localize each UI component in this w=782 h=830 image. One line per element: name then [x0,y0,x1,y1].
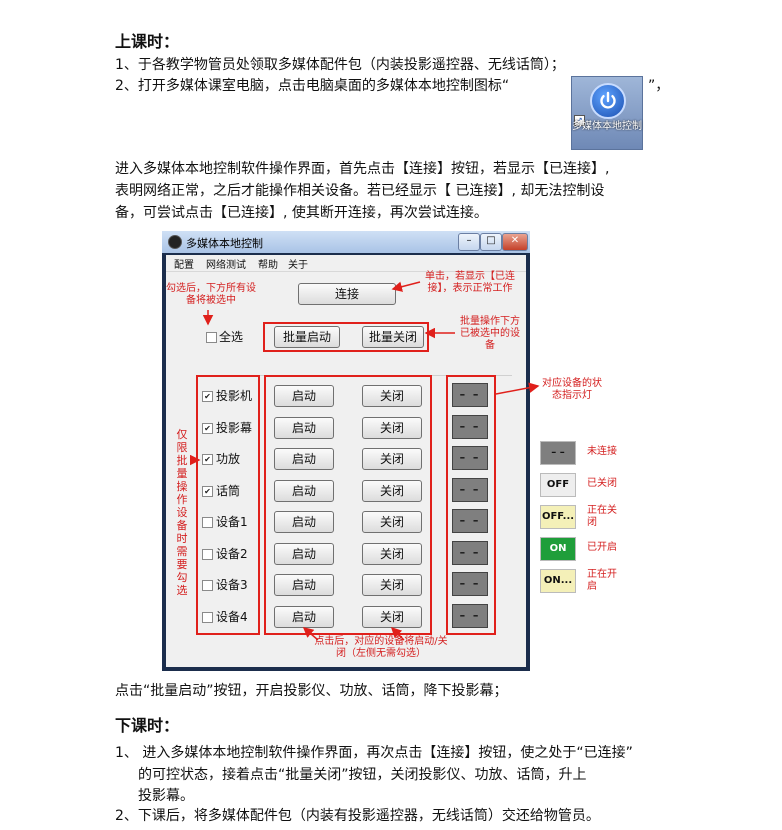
end-step-1-line-2: 的可控状态，接着点击“批量关闭”按钮，关闭投影仪、功放、话筒，升上 [138,767,587,783]
device-checkbox[interactable]: ✔ [202,486,213,497]
note-batch: 批量操作下方已被选中的设备 [460,316,520,351]
paragraph-line-3: 备，可尝试点击【已连接】, 使其断开连接，再次尝试连接。 [115,205,488,221]
legend-text: 已开启 [587,542,617,553]
select-all-checkbox[interactable] [206,332,217,343]
device-name: 设备3 [216,578,248,592]
shortcut-arrow-icon: ↗ [574,115,585,126]
window-titlebar: 多媒体本地控制 – □ ✕ [162,231,530,253]
device-start-button[interactable]: 启动 [274,511,334,533]
device-status-indicator: – – [452,509,488,533]
device-name: 设备1 [216,515,248,529]
batch-stop-button[interactable]: 批量关闭 [362,326,424,348]
close-icon[interactable]: ✕ [502,233,528,251]
end-step-2: 2、下课后，将多媒体配件包（内装有投影遥控器，无线话筒）交还给物管员。 [115,808,600,824]
paragraph-line-1: 进入多媒体本地控制软件操作界面，首先点击【连接】按钮，若显示【已连接】, [115,161,610,177]
device-checkbox[interactable] [202,612,213,623]
device-stop-button[interactable]: 关闭 [362,448,422,470]
device-status-indicator: – – [452,604,488,628]
batch-start-instruction: 点击“批量启动”按钮，开启投影仪、功放、话筒，降下投影幕； [115,683,508,699]
device-checkbox[interactable]: ✔ [202,423,213,434]
maximize-icon[interactable]: □ [480,233,502,251]
device-status-indicator: – – [452,383,488,407]
legend-badge: ON... [540,569,576,593]
legend-text: 正在关闭 [587,505,617,528]
menu-network-test[interactable]: 网络测试 [206,260,246,271]
device-checkbox[interactable]: ✔ [202,454,213,465]
device-name: 功放 [216,452,241,466]
batch-start-button[interactable]: 批量启动 [274,326,340,348]
device-checkbox[interactable]: ✔ [202,391,213,402]
note-select-all: 勾选后，下方所有设备将被选中 [166,283,256,306]
menu-help[interactable]: 帮助 [258,260,278,271]
note-connect: 单击，若显示【已连接】，表示正常工作 [425,271,515,294]
desktop-shortcut-label: 多媒体本地控制 [572,121,642,132]
device-start-button[interactable]: 启动 [274,385,334,407]
device-stop-button[interactable]: 关闭 [362,385,422,407]
legend-badge: ON [540,537,576,561]
heading-class-start: 上课时： [115,32,180,51]
device-start-button[interactable]: 启动 [274,417,334,439]
menu-config[interactable]: 配置 [174,260,194,271]
device-status-indicator: – – [452,541,488,565]
connect-button[interactable]: 连接 [298,283,396,305]
app-power-icon [168,235,182,249]
heading-class-end: 下课时： [115,716,180,735]
select-all-label: 全选 [219,330,244,344]
step-2-end: ”， [648,78,670,94]
step-1: 1、于各教学物管员处领取多媒体配件包（内装投影遥控器、无线话筒）； [115,57,565,73]
menu-about[interactable]: 关于 [288,260,308,271]
device-status-indicator: – – [452,415,488,439]
device-stop-button[interactable]: 关闭 [362,480,422,502]
legend-text: 已关闭 [587,478,617,489]
indicator-column-box [446,375,496,635]
device-start-button[interactable]: 启动 [274,543,334,565]
device-name: 投影机 [216,389,253,403]
device-name: 话筒 [216,484,241,498]
legend-text: 正在开启 [587,569,617,592]
power-icon [590,83,626,119]
minimize-icon[interactable]: – [458,233,480,251]
device-start-button[interactable]: 启动 [274,448,334,470]
legend-badge: OFF [540,473,576,497]
device-start-button[interactable]: 启动 [274,480,334,502]
device-name: 投影幕 [216,421,253,435]
device-name: 设备2 [216,547,248,561]
device-checkbox[interactable] [202,580,213,591]
device-stop-button[interactable]: 关闭 [362,511,422,533]
device-stop-button[interactable]: 关闭 [362,543,422,565]
device-stop-button[interactable]: 关闭 [362,417,422,439]
end-step-1-line-3: 投影幕。 [138,788,194,804]
app-window-screenshot: 多媒体本地控制 – □ ✕ 配置 网络测试 帮助 关于 连接 全选 批量启动 批… [162,231,530,671]
device-status-indicator: – – [452,446,488,470]
device-stop-button[interactable]: 关闭 [362,574,422,596]
menu-bar: 配置 网络测试 帮助 关于 [166,255,526,272]
note-start-stop: 点击后，对应的设备将启动/关闭（左侧无需勾选） [314,636,448,659]
desktop-shortcut-icon[interactable]: ↗ 多媒体本地控制 [571,76,643,150]
device-start-button[interactable]: 启动 [274,574,334,596]
device-status-indicator: – – [452,572,488,596]
paragraph-line-2: 表明网络正常，之后才能操作相关设备。若已经显示【 已连接】, 却无法控制设 [115,183,605,199]
button-column-box [264,375,432,635]
device-name: 设备4 [216,610,248,624]
window-title: 多媒体本地控制 [186,237,263,250]
legend-badge: OFF... [540,505,576,529]
legend-text: 未连接 [587,446,617,457]
device-checkbox[interactable] [202,517,213,528]
device-stop-button[interactable]: 关闭 [362,606,422,628]
window-client: 配置 网络测试 帮助 关于 连接 全选 批量启动 批量关闭 ✔投影机启动关闭– … [166,255,526,667]
legend-badge: – – [540,441,576,465]
note-vertical: 仅限批量操作设备时需要勾选 [176,428,188,597]
end-step-1-line-1: 1、 进入多媒体本地控制软件操作界面，再次点击【连接】按钮，使之处于“已连接” [115,745,633,761]
step-2: 2、打开多媒体课室电脑，点击电脑桌面的多媒体本地控制图标“ [115,78,510,94]
device-status-indicator: – – [452,478,488,502]
device-checkbox[interactable] [202,549,213,560]
checkbox-column-box [196,375,260,635]
note-indicator: 对应设备的状态指示灯 [542,378,602,401]
